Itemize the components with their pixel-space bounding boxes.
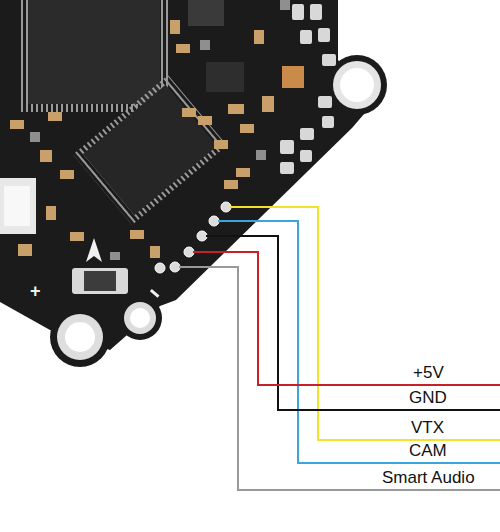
pcb-board (0, 0, 387, 367)
wire-label: VTX (411, 419, 444, 436)
logo-mark (86, 238, 102, 262)
led (282, 66, 304, 88)
solder-pad (155, 202, 231, 273)
inductor (188, 0, 224, 26)
wire-label: CAM (409, 442, 447, 459)
connector (0, 178, 36, 234)
silk-text: + (30, 282, 41, 300)
wire-label: GND (409, 389, 447, 406)
wire-label: Smart Audio (382, 469, 475, 486)
driver-chip (73, 75, 227, 225)
resistor-part (72, 268, 128, 294)
silk-mark (150, 289, 160, 298)
wire (179, 207, 500, 490)
wire-label: +5V (413, 364, 444, 381)
regulator-chip (206, 62, 244, 92)
edge-pads (280, 4, 336, 174)
